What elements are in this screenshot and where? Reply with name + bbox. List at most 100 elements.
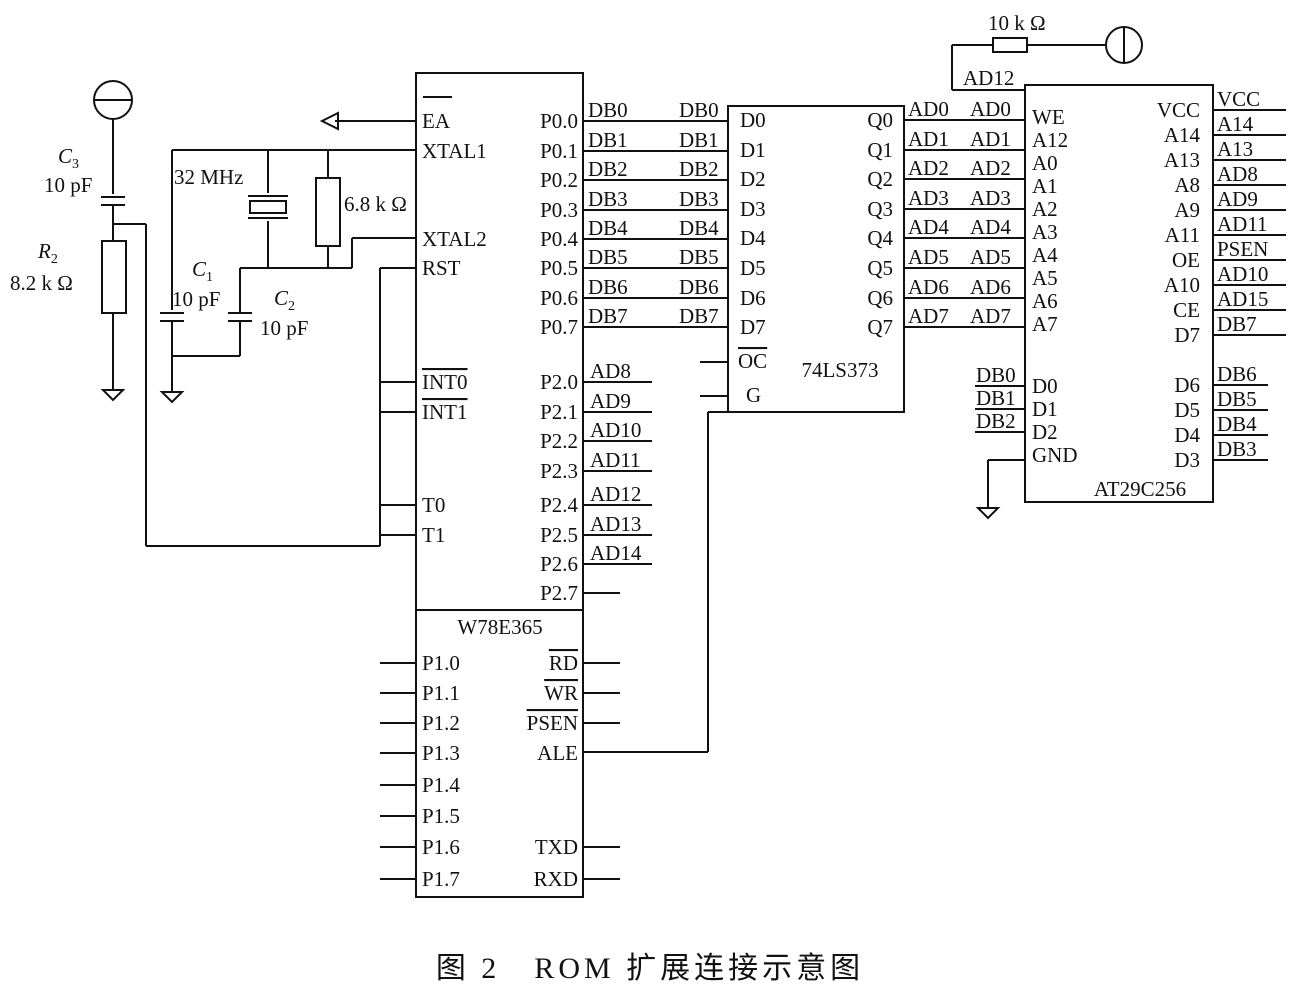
net-label-db7: DB7 bbox=[588, 304, 628, 328]
mcu-pin-p0-1: P0.1 bbox=[540, 139, 578, 163]
net-label-ad10: AD10 bbox=[1217, 262, 1268, 286]
net-label-vcc: VCC bbox=[1217, 87, 1260, 111]
ground-icon bbox=[975, 507, 1001, 520]
net-label-ad2: AD2 bbox=[908, 156, 949, 180]
net-label-ad6: AD6 bbox=[908, 275, 949, 299]
net-label-db6: DB6 bbox=[679, 275, 719, 299]
eeprom-pin-a1: A1 bbox=[1032, 174, 1058, 198]
net-label-ad14: AD14 bbox=[590, 541, 642, 565]
net-label-db1: DB1 bbox=[679, 128, 719, 152]
eeprom-pin-vcc: VCC bbox=[1157, 98, 1200, 122]
latch-pin-d6: D6 bbox=[740, 286, 766, 310]
we-net-label: AD12 bbox=[963, 66, 1014, 90]
net-label-ad5: AD5 bbox=[970, 245, 1011, 269]
net-label-ad7: AD7 bbox=[908, 304, 949, 328]
latch-pin-d4: D4 bbox=[740, 226, 766, 250]
mcu-pin-xtal1: XTAL1 bbox=[422, 139, 487, 163]
mcu-chip bbox=[415, 72, 584, 898]
eeprom-pin-a9: A9 bbox=[1174, 198, 1200, 222]
eeprom-pin-ce: CE bbox=[1173, 298, 1200, 322]
eeprom-pin-we: WE bbox=[1032, 105, 1065, 129]
pullup-label: 10 k Ω bbox=[988, 11, 1046, 35]
net-label-db4: DB4 bbox=[679, 216, 719, 240]
mcu-pin-p2-6: P2.6 bbox=[540, 552, 578, 576]
net-label-ad0: AD0 bbox=[970, 97, 1011, 121]
c3-value: 10 pF bbox=[44, 173, 92, 197]
mcu-pin-p0-6: P0.6 bbox=[540, 286, 578, 310]
mcu-pin-p0-3: P0.3 bbox=[540, 198, 578, 222]
r2-label: R2 bbox=[37, 239, 58, 267]
reset-circuit: C3 10 pF R2 8.2 k Ω bbox=[10, 80, 416, 547]
mcu-pin-t1: T1 bbox=[422, 523, 445, 547]
net-label-db1: DB1 bbox=[588, 128, 628, 152]
r2-value: 8.2 k Ω bbox=[10, 271, 73, 295]
eeprom-pin-d0: D0 bbox=[1032, 374, 1058, 398]
pullup-resistor-icon bbox=[992, 37, 1028, 53]
mcu-pin-t0: T0 bbox=[422, 493, 445, 517]
osc-resistor-label: 6.8 k Ω bbox=[344, 192, 407, 216]
eeprom-ground bbox=[975, 459, 1025, 520]
net-label-db0: DB0 bbox=[976, 363, 1016, 387]
net-label-ad1: AD1 bbox=[908, 127, 949, 151]
net-label-ad11: AD11 bbox=[590, 448, 641, 472]
mcu-pin-int1: INT1 bbox=[422, 400, 468, 424]
net-label-ad7: AD7 bbox=[970, 304, 1011, 328]
net-label-db2: DB2 bbox=[588, 157, 628, 181]
mcu-pin-p1-5: P1.5 bbox=[422, 804, 460, 828]
eeprom-pin-a4: A4 bbox=[1032, 243, 1058, 267]
mcu-pin-p0-7: P0.7 bbox=[540, 315, 578, 339]
latch-pin-q1: Q1 bbox=[867, 138, 893, 162]
eeprom-pin-d5: D5 bbox=[1174, 398, 1200, 422]
eeprom-pin-a12: A12 bbox=[1032, 128, 1068, 152]
ground-icon bbox=[159, 391, 185, 404]
eeprom-pin-d4: D4 bbox=[1174, 423, 1200, 447]
eeprom-pin-a11: A11 bbox=[1165, 223, 1200, 247]
latch-pin-q2: Q2 bbox=[867, 167, 893, 191]
mcu-pin-txd: TXD bbox=[535, 835, 578, 859]
net-label-psen: PSEN bbox=[1217, 237, 1268, 261]
mcu-pin-p0-5: P0.5 bbox=[540, 256, 578, 280]
eeprom-pin-d3: D3 bbox=[1174, 448, 1200, 472]
net-label-a14: A14 bbox=[1217, 112, 1254, 136]
latch-pin-q3: Q3 bbox=[867, 197, 893, 221]
mcu-pin-p2-4: P2.4 bbox=[540, 493, 578, 517]
mcu-pin-p1-6: P1.6 bbox=[422, 835, 460, 859]
latch-chip bbox=[727, 105, 905, 413]
net-label-ad3: AD3 bbox=[970, 186, 1011, 210]
eeprom-pin-a6: A6 bbox=[1032, 289, 1058, 313]
mcu-pin-p2-2: P2.2 bbox=[540, 429, 578, 453]
ale-wire bbox=[583, 411, 728, 753]
osc-resistor-icon bbox=[315, 177, 341, 247]
latch-pin-d0: D0 bbox=[740, 108, 766, 132]
net-label-db2: DB2 bbox=[679, 157, 719, 181]
mcu-pin-xtal2: XTAL2 bbox=[422, 227, 487, 251]
net-label-db4: DB4 bbox=[1217, 412, 1257, 436]
mcu-pin-p1-7: P1.7 bbox=[422, 867, 460, 891]
oscillator-circuit: 32 MHz 6.8 k Ω C1 10 pF C2 10 pF bbox=[159, 149, 416, 404]
c2-label: C2 bbox=[274, 286, 295, 314]
crystal-label: 32 MHz bbox=[174, 165, 243, 189]
net-label-ad4: AD4 bbox=[970, 215, 1011, 239]
mcu-pin-rd: RD bbox=[549, 651, 578, 675]
mcu-pin-wr: WR bbox=[544, 681, 578, 705]
eeprom-pin-gnd: GND bbox=[1032, 443, 1078, 467]
mcu-pin-p2-3: P2.3 bbox=[540, 459, 578, 483]
eeprom-pin-a10: A10 bbox=[1164, 273, 1200, 297]
ea-arrow-icon bbox=[319, 111, 339, 131]
mcu-pin-p1-2: P1.2 bbox=[422, 711, 460, 735]
mcu-pin-p0-0: P0.0 bbox=[540, 109, 578, 133]
net-label-ad3: AD3 bbox=[908, 186, 949, 210]
latch-pin-d3: D3 bbox=[740, 197, 766, 221]
net-label-ad9: AD9 bbox=[590, 389, 631, 413]
mcu-pin-int0: INT0 bbox=[422, 370, 468, 394]
latch-pin-d2: D2 bbox=[740, 167, 766, 191]
eeprom-name: AT29C256 bbox=[1094, 477, 1186, 501]
mcu-pin-p1-4: P1.4 bbox=[422, 773, 460, 797]
net-label-db6: DB6 bbox=[588, 275, 628, 299]
net-label-ad0: AD0 bbox=[908, 97, 949, 121]
c3-label: C3 bbox=[58, 144, 79, 172]
